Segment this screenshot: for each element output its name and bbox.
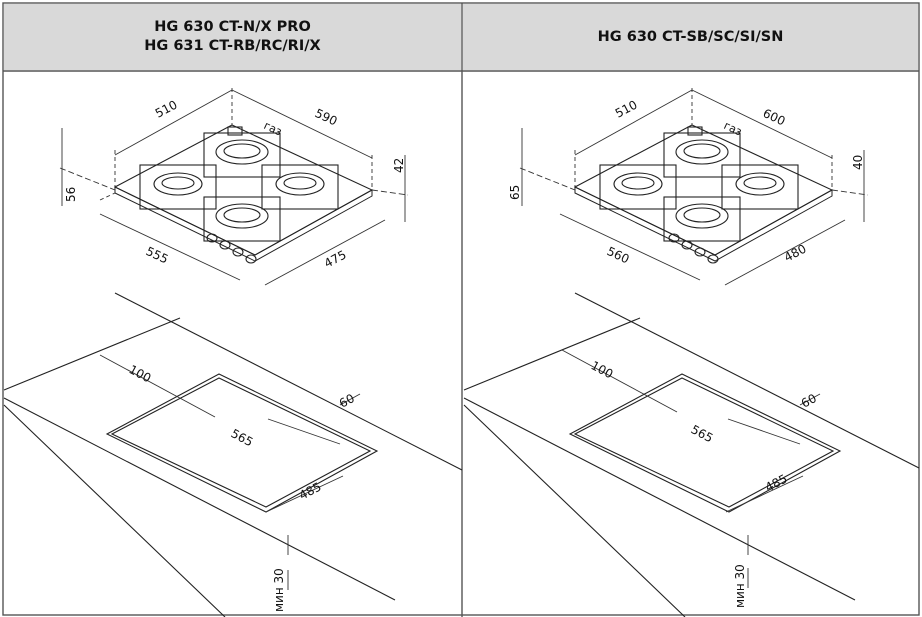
- dim-glass-height: 42: [392, 158, 406, 173]
- model-label-2: HG 631 CT-RB/RC/RI/X: [144, 38, 321, 54]
- dim-hob-depth: 510: [153, 98, 180, 121]
- dim-hob-height-right: 65: [508, 185, 522, 200]
- gas-inlet-label: газ: [262, 119, 284, 139]
- right-cutout-drawing: [463, 292, 920, 617]
- right-hob-drawing: [519, 88, 869, 286]
- dim-cutout-depth-right: 485: [763, 472, 790, 495]
- control-knobs-right: [668, 233, 719, 264]
- dim-bottom-depth: 475: [322, 248, 349, 271]
- model-label-3: HG 630 CT-SB/SC/SI/SN: [597, 28, 784, 45]
- right-cutout-labels: 100 565 60 485 мин 30: [589, 358, 819, 608]
- dim-hob-depth-right: 510: [613, 98, 640, 121]
- model-label-1: HG 630 CT-N/X PRO: [154, 19, 311, 35]
- header-cell-left: HG 630 CT-N/X PRO HG 631 CT-RB/RC/RI/X: [4, 4, 461, 70]
- gas-inlet-label-right: газ: [722, 119, 744, 139]
- dim-hob-width: 590: [313, 106, 340, 128]
- dim-bottom-depth-right: 480: [782, 242, 809, 265]
- burner-grates: [139, 132, 339, 242]
- dim-hob-height: 56: [64, 187, 78, 202]
- left-hob-dim-lines: [59, 88, 409, 286]
- dim-bottom-width: 555: [144, 244, 171, 266]
- dim-cutout-width: 565: [229, 426, 256, 449]
- dim-min-thickness-right: мин 30: [733, 564, 747, 608]
- left-hob-drawing: [59, 88, 409, 286]
- left-cutout-labels: 100 565 60 485 мин 30: [127, 362, 357, 612]
- control-knobs: [206, 233, 257, 264]
- dim-bottom-width-right: 560: [605, 244, 632, 266]
- dim-front-offset-right: 60: [799, 391, 819, 411]
- header-cell-right: HG 630 CT-SB/SC/SI/SN: [463, 4, 918, 70]
- dim-min-thickness: мин 30: [272, 568, 286, 612]
- dim-cutout-width-right: 565: [689, 422, 716, 445]
- right-hob-dim-lines: [519, 88, 869, 286]
- left-cutout-drawing: [3, 292, 463, 617]
- dim-front-offset: 60: [337, 391, 357, 411]
- dim-glass-height-right: 40: [851, 155, 865, 170]
- dim-back-offset-right: 100: [589, 358, 616, 381]
